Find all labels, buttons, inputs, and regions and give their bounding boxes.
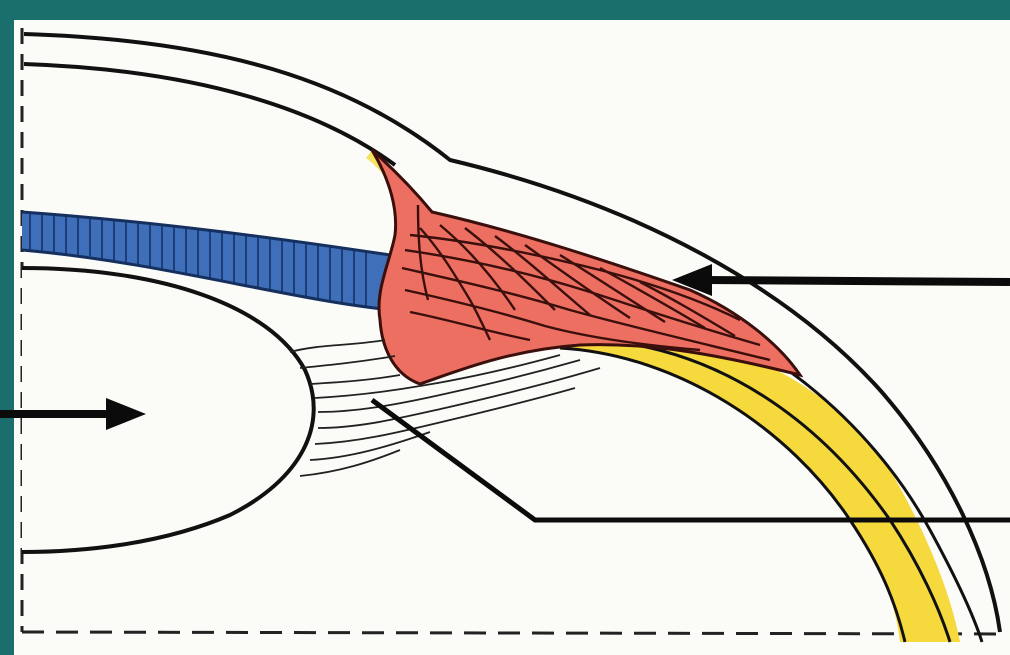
diagram-frame xyxy=(0,0,1010,655)
eye-anatomy-diagram xyxy=(0,0,1010,655)
